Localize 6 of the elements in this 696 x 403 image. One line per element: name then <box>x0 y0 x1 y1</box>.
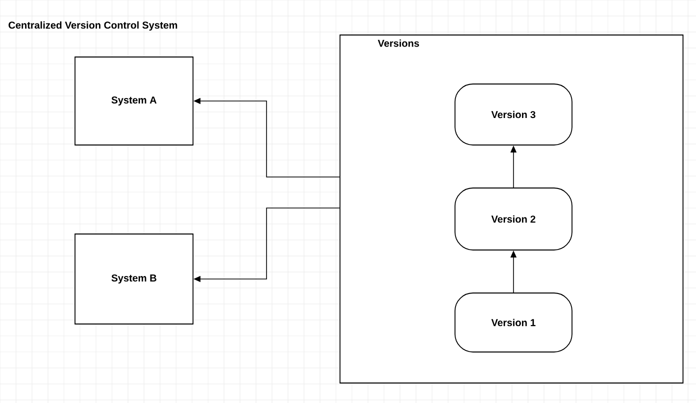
version-box: Version 1 <box>454 292 572 352</box>
system-box: System A <box>74 56 194 146</box>
system-box: System B <box>74 234 194 324</box>
title: Centralized Version Control System <box>8 21 178 31</box>
version-box: Version 2 <box>454 188 572 250</box>
version-box: Version 3 <box>454 84 572 146</box>
